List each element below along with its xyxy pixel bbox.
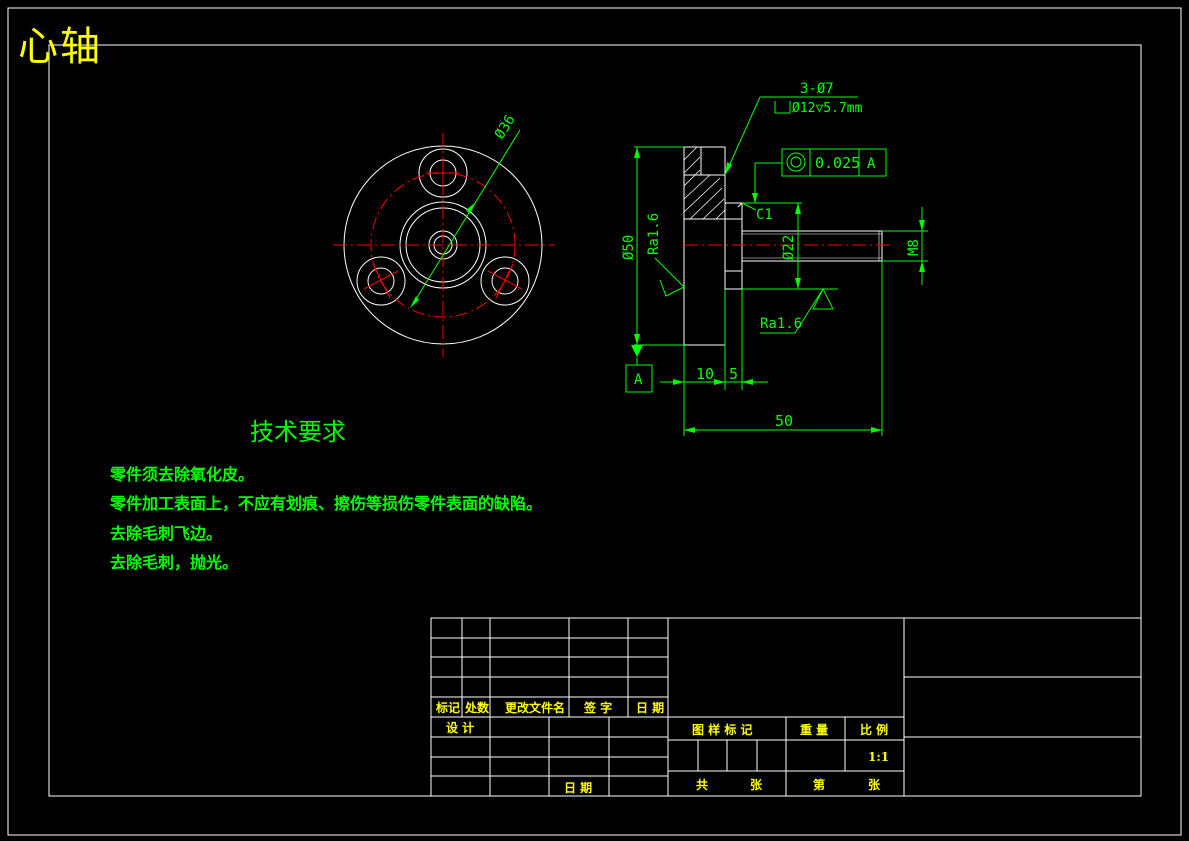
dim-50: 50 (775, 412, 793, 430)
ra-top-label: Ra1.6 (646, 213, 662, 255)
tb-total: 共 (696, 778, 709, 792)
tb-date: 日 期 (636, 701, 665, 715)
tech-item-3: 去除毛刺飞边。 (110, 524, 223, 543)
tb-date2: 日 期 (564, 781, 593, 795)
tb-count: 处数 (465, 701, 490, 715)
hole-callout-1: 3-Ø7 (800, 81, 834, 97)
outer-frame (7, 7, 1182, 836)
hole-callout-2: Ø12▽5.7mm (792, 101, 863, 116)
tolerance-datum: A (867, 156, 876, 172)
tb-design: 设 计 (446, 721, 475, 735)
drawing-title: 心轴 (18, 24, 102, 70)
tb-mark: 标记 (436, 701, 461, 715)
side-view: Ø50 Ra1.6 A 3-Ø7 Ø12▽5.7mm 0.025 A C1 (621, 81, 928, 436)
inner-frame (48, 44, 1142, 797)
tb-doc-name: 更改文件名 (505, 701, 566, 715)
tech-item-2: 零件加工表面上，不应有划痕、擦伤等损伤零件表面的缺陷。 (110, 494, 543, 513)
tb-scale-label: 比 例 (860, 723, 889, 737)
tech-requirements-title: 技术要求 (250, 418, 346, 446)
tb-page: 第 (813, 778, 826, 792)
tb-scale-value: 1:1 (868, 750, 890, 764)
tolerance-value: 0.025 (815, 154, 860, 172)
dia22-label: Ø22 (781, 235, 797, 260)
datum-a-box: A (634, 372, 643, 388)
tb-stage-mark: 图 样 标 记 (692, 723, 753, 737)
front-view: Ø36 (333, 112, 555, 357)
thread-label: M8 (906, 239, 922, 256)
dim-5: 5 (729, 365, 738, 383)
title-block (430, 617, 1142, 797)
tech-item-4: 去除毛刺，抛光。 (110, 553, 239, 572)
tech-item-1: 零件须去除氧化皮。 (110, 465, 255, 484)
tb-sheet2: 张 (868, 778, 881, 792)
ra-bottom-label: Ra1.6 (760, 316, 802, 332)
dia50-label: Ø50 (621, 235, 637, 260)
dim-10: 10 (696, 365, 714, 383)
chamfer-label: C1 (756, 207, 773, 223)
tb-sign: 签 字 (584, 701, 613, 715)
tb-sheets: 张 (750, 778, 763, 792)
tb-weight: 重 量 (800, 723, 829, 737)
